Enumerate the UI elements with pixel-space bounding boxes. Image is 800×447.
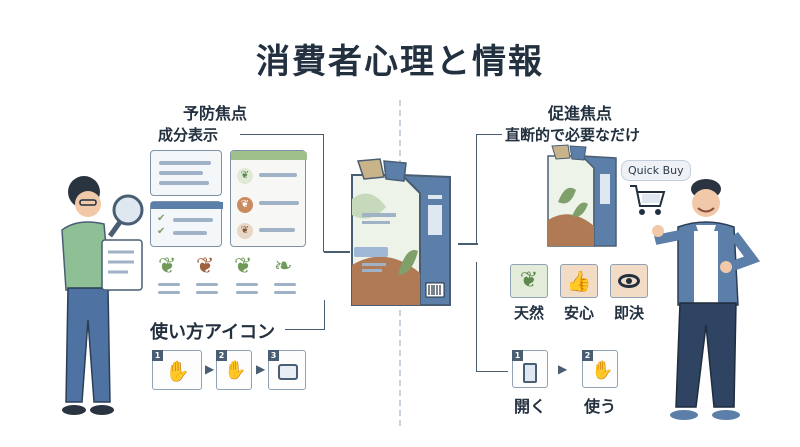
ingredient-sheet-left: [150, 150, 222, 196]
prevention-focus-heading: 予防焦点: [183, 104, 248, 123]
product-package-small: [547, 144, 617, 247]
rub-hands-icon: ✋: [224, 360, 247, 381]
quick-step-2: 2 ✋: [582, 350, 618, 388]
usage-step-1: 1 ✋: [152, 350, 202, 390]
rub-hands-icon: ✋: [591, 360, 614, 381]
sprout-icon: ❦: [234, 254, 253, 279]
usage-icons-heading: 使い方アイコン: [150, 322, 276, 343]
ingredient-connector: [240, 134, 324, 252]
badge-natural: ❦: [510, 264, 548, 298]
quick-step-1-label: 開く: [514, 397, 547, 416]
sprout-icon: ❧: [274, 254, 293, 279]
quick-buy-bubble: Quick Buy: [621, 160, 691, 181]
usage-connector: [285, 300, 325, 330]
quick-step-2-label: 使う: [584, 397, 617, 416]
arrow-icon: ▶: [256, 362, 266, 376]
thumbs-up-icon: 👍: [566, 269, 592, 293]
sprout-icon: ❦: [196, 254, 215, 279]
intuitive-connector: [476, 134, 502, 244]
intuitive-connector-end: [458, 243, 478, 245]
badge-natural-label: 天然: [513, 304, 544, 322]
arrow-icon: ▶: [558, 362, 568, 376]
plant-caption-bars: [154, 283, 304, 297]
sprout-icon: ❦: [158, 254, 177, 279]
usage-step-2: 2 ✋: [216, 350, 252, 390]
badge-safe-label: 安心: [563, 304, 594, 322]
promotion-focus-heading: 促進焦点: [548, 104, 613, 123]
shopping-cart-icon: [630, 185, 666, 215]
check-icon: ✔: [157, 213, 166, 224]
badge-instant-label: 即決: [613, 304, 644, 322]
page-title: 消費者心理と情報: [256, 42, 544, 82]
badge-safe: 👍: [560, 264, 598, 298]
open-bottle-icon: [523, 363, 537, 383]
leaf-icon: ❦: [237, 168, 253, 184]
happy-man-illustration: [652, 179, 761, 420]
product-package: [351, 158, 451, 306]
check-icon: ✔: [157, 226, 166, 237]
arrow-icon: ▶: [205, 362, 215, 376]
hand-cream-icon: ✋: [165, 359, 190, 383]
right-usage-connector: [476, 262, 508, 372]
ingredient-label-heading: 成分表示: [158, 126, 219, 144]
leaf-icon: ❦: [237, 197, 253, 213]
usage-step-3: 3: [268, 350, 306, 390]
jar-icon: [278, 364, 298, 380]
intuitive-heading: 直断的で必要なだけ: [505, 126, 641, 144]
researcher-woman-illustration: [61, 176, 144, 415]
ingredient-sheet-right: ❦ ❦ ❦: [230, 150, 307, 247]
eye-icon: [618, 274, 640, 288]
ingredient-checklist: ✔ ✔: [150, 201, 223, 247]
ingredient-connector-end: [324, 251, 350, 253]
quick-step-1: 1: [512, 350, 548, 388]
leaf-icon: ❦: [237, 223, 253, 239]
leaf-icon: ❦: [519, 268, 539, 293]
badge-instant: [610, 264, 648, 298]
